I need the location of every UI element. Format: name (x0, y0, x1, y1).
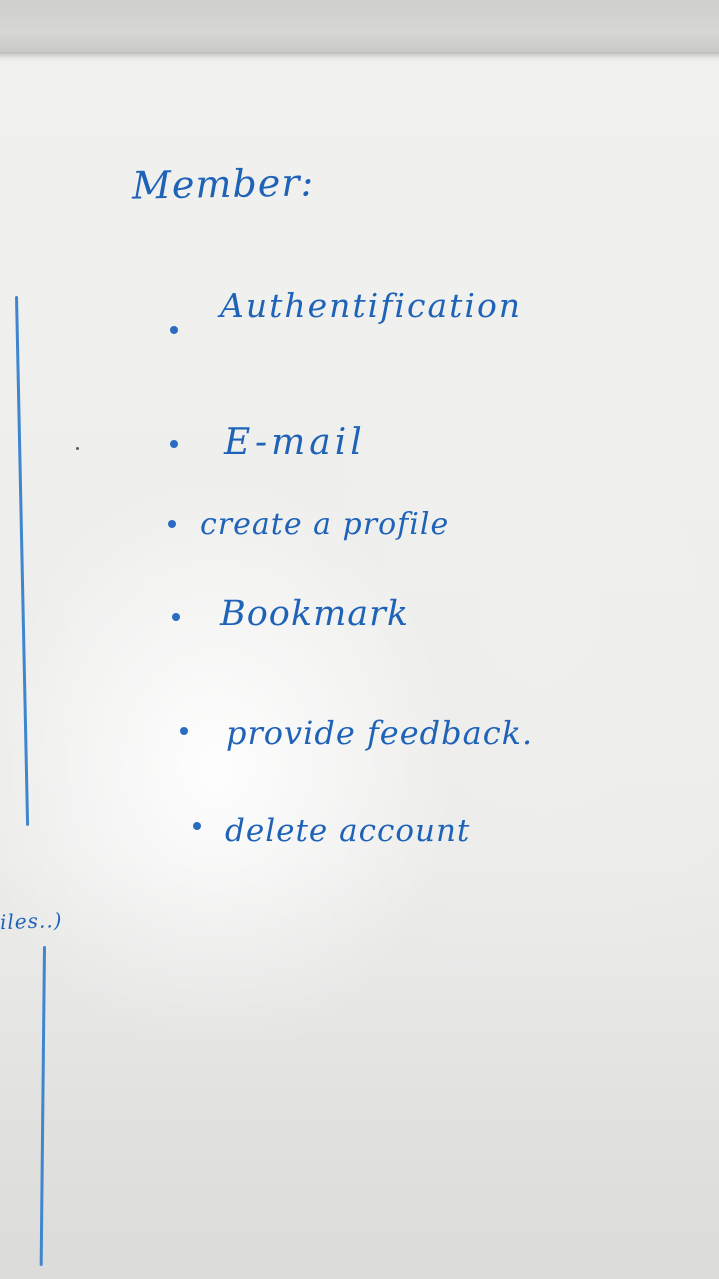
bullet-dot (168, 520, 176, 528)
list-item: create a profile (200, 507, 450, 542)
bullet-dot (170, 326, 178, 334)
bullet-dot (172, 613, 180, 621)
side-note-text: iles..) (0, 907, 63, 935)
list-item: delete account (225, 813, 471, 849)
whiteboard-frame (0, 0, 719, 58)
bullet-dot (180, 727, 188, 735)
whiteboard-top-edge (0, 52, 719, 62)
heading-text: Member: (131, 160, 315, 208)
list-item: E-mail (224, 422, 366, 463)
list-item: Bookmark (220, 594, 410, 634)
stray-mark (76, 447, 79, 450)
bullet-dot (193, 822, 201, 830)
list-item: Authentification (220, 286, 523, 325)
lighting-shade (0, 859, 719, 1279)
list-item: provide feedback. (226, 714, 534, 752)
bullet-dot (170, 440, 178, 448)
